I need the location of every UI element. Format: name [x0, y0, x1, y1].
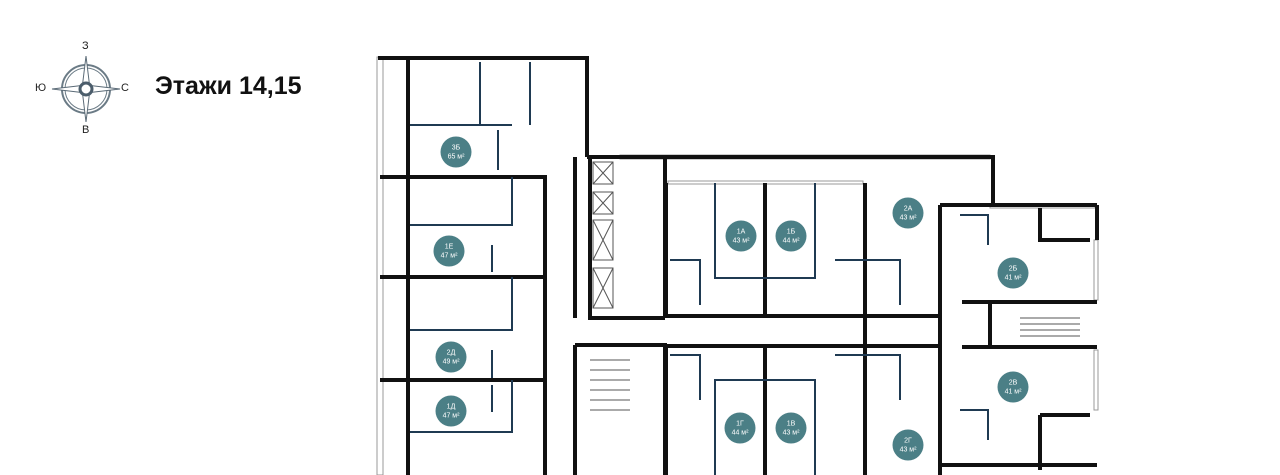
compass-label-right: С: [121, 82, 129, 94]
compass-label-bottom: В: [82, 124, 90, 136]
apartment-badge-2b[interactable]: 2Б 41 м²: [997, 257, 1029, 289]
apartment-area: 41 м²: [1004, 388, 1022, 395]
apartment-code: 1В: [786, 420, 796, 427]
apartment-badge-1g[interactable]: 1Г 44 м²: [724, 412, 756, 444]
apartment-badge-2v[interactable]: 2В 41 м²: [997, 371, 1029, 403]
compass-icon: [51, 55, 121, 123]
apartment-badge-2d[interactable]: 2Д 49 м²: [435, 341, 467, 373]
apartment-code: 2А: [903, 205, 913, 212]
apartment-badge-1v[interactable]: 1В 43 м²: [775, 412, 807, 444]
apartment-code: 1Д: [446, 403, 456, 410]
apartment-code: 1Е: [444, 243, 454, 250]
apartment-code: 3Б: [451, 144, 461, 151]
apartment-badge-1e[interactable]: 1Е 47 м²: [433, 235, 465, 267]
compass-label-left: Ю: [35, 82, 47, 94]
compass-rose: З В Ю С: [30, 36, 140, 140]
apartment-badge-2g[interactable]: 2Г 43 м²: [892, 429, 924, 461]
apartment-area: 43 м²: [899, 214, 917, 221]
apartment-badge-1d[interactable]: 1Д 47 м²: [435, 395, 467, 427]
interior-partitions: [410, 62, 989, 475]
apartment-area: 47 м²: [440, 252, 458, 259]
apartment-area: 47 м²: [442, 412, 460, 419]
apartment-badge-2a[interactable]: 2А 43 м²: [892, 197, 924, 229]
apartment-badge-3b[interactable]: 3Б 65 м²: [440, 136, 472, 168]
apartment-code: 1Б: [786, 228, 796, 235]
walls: [378, 56, 1099, 475]
apartment-code: 2Д: [446, 349, 456, 356]
apartment-badge-1a[interactable]: 1А 43 м²: [725, 220, 757, 252]
apartment-area: 44 м²: [782, 237, 800, 244]
apartment-code: 1Г: [736, 420, 744, 427]
page-title: Этажи 14,15: [155, 72, 302, 100]
apartment-area: 44 м²: [731, 429, 749, 436]
apartment-badge-1b[interactable]: 1Б 44 м²: [775, 220, 807, 252]
compass-label-top: З: [82, 40, 89, 52]
apartment-code: 2Б: [1008, 265, 1018, 272]
apartment-area: 43 м²: [899, 446, 917, 453]
apartment-code: 2Г: [904, 437, 912, 444]
apartment-area: 65 м²: [447, 153, 465, 160]
apartment-area: 43 м²: [782, 429, 800, 436]
apartment-area: 43 м²: [732, 237, 750, 244]
apartment-area: 49 м²: [442, 358, 460, 365]
elevators-and-stairs: [590, 161, 1080, 411]
apartment-code: 1А: [736, 228, 746, 235]
apartment-code: 2В: [1008, 379, 1018, 386]
apartment-area: 41 м²: [1004, 274, 1022, 281]
